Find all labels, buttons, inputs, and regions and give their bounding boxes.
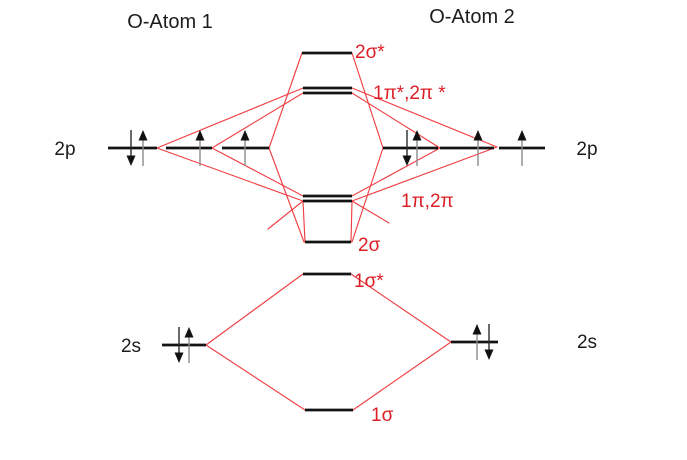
connector-line <box>351 200 390 224</box>
connector-line <box>351 52 384 149</box>
mo-levels <box>302 51 353 412</box>
correlation-lines <box>156 52 498 411</box>
connector-line <box>350 273 452 343</box>
label-sigma1-star: 1σ* <box>354 271 384 292</box>
connector-line <box>352 341 452 411</box>
label-sigma2-star: 2σ* <box>355 42 385 63</box>
connector-line <box>351 146 498 202</box>
connector-line <box>267 200 304 230</box>
connector-line <box>156 147 304 202</box>
connector-line <box>211 147 304 197</box>
connector-line <box>351 147 441 197</box>
connector-line <box>268 147 305 243</box>
label-pi-star: 1π*,2π * <box>373 83 446 104</box>
connector-line <box>205 273 304 346</box>
electron-arrows <box>125 129 528 364</box>
connector-line <box>351 147 384 243</box>
label-sigma2: 2σ <box>358 235 381 256</box>
connector-line <box>350 200 353 243</box>
label-2s-right: 2s <box>577 332 597 353</box>
label-sigma1: 1σ <box>371 405 394 426</box>
atom-left-title: O-Atom 1 <box>127 11 213 33</box>
label-pi: 1π,2π <box>401 191 454 212</box>
connector-line <box>351 87 498 148</box>
connector-line <box>302 200 306 243</box>
connector-line <box>268 52 303 149</box>
connector-line <box>205 344 306 411</box>
atom-right-title: O-Atom 2 <box>429 6 515 28</box>
connector-line <box>156 87 304 149</box>
label-2s-left: 2s <box>121 336 141 357</box>
connector-line <box>351 92 441 149</box>
label-2p-right: 2p <box>576 139 597 160</box>
connector-line <box>211 92 304 149</box>
label-2p-left: 2p <box>54 139 75 160</box>
